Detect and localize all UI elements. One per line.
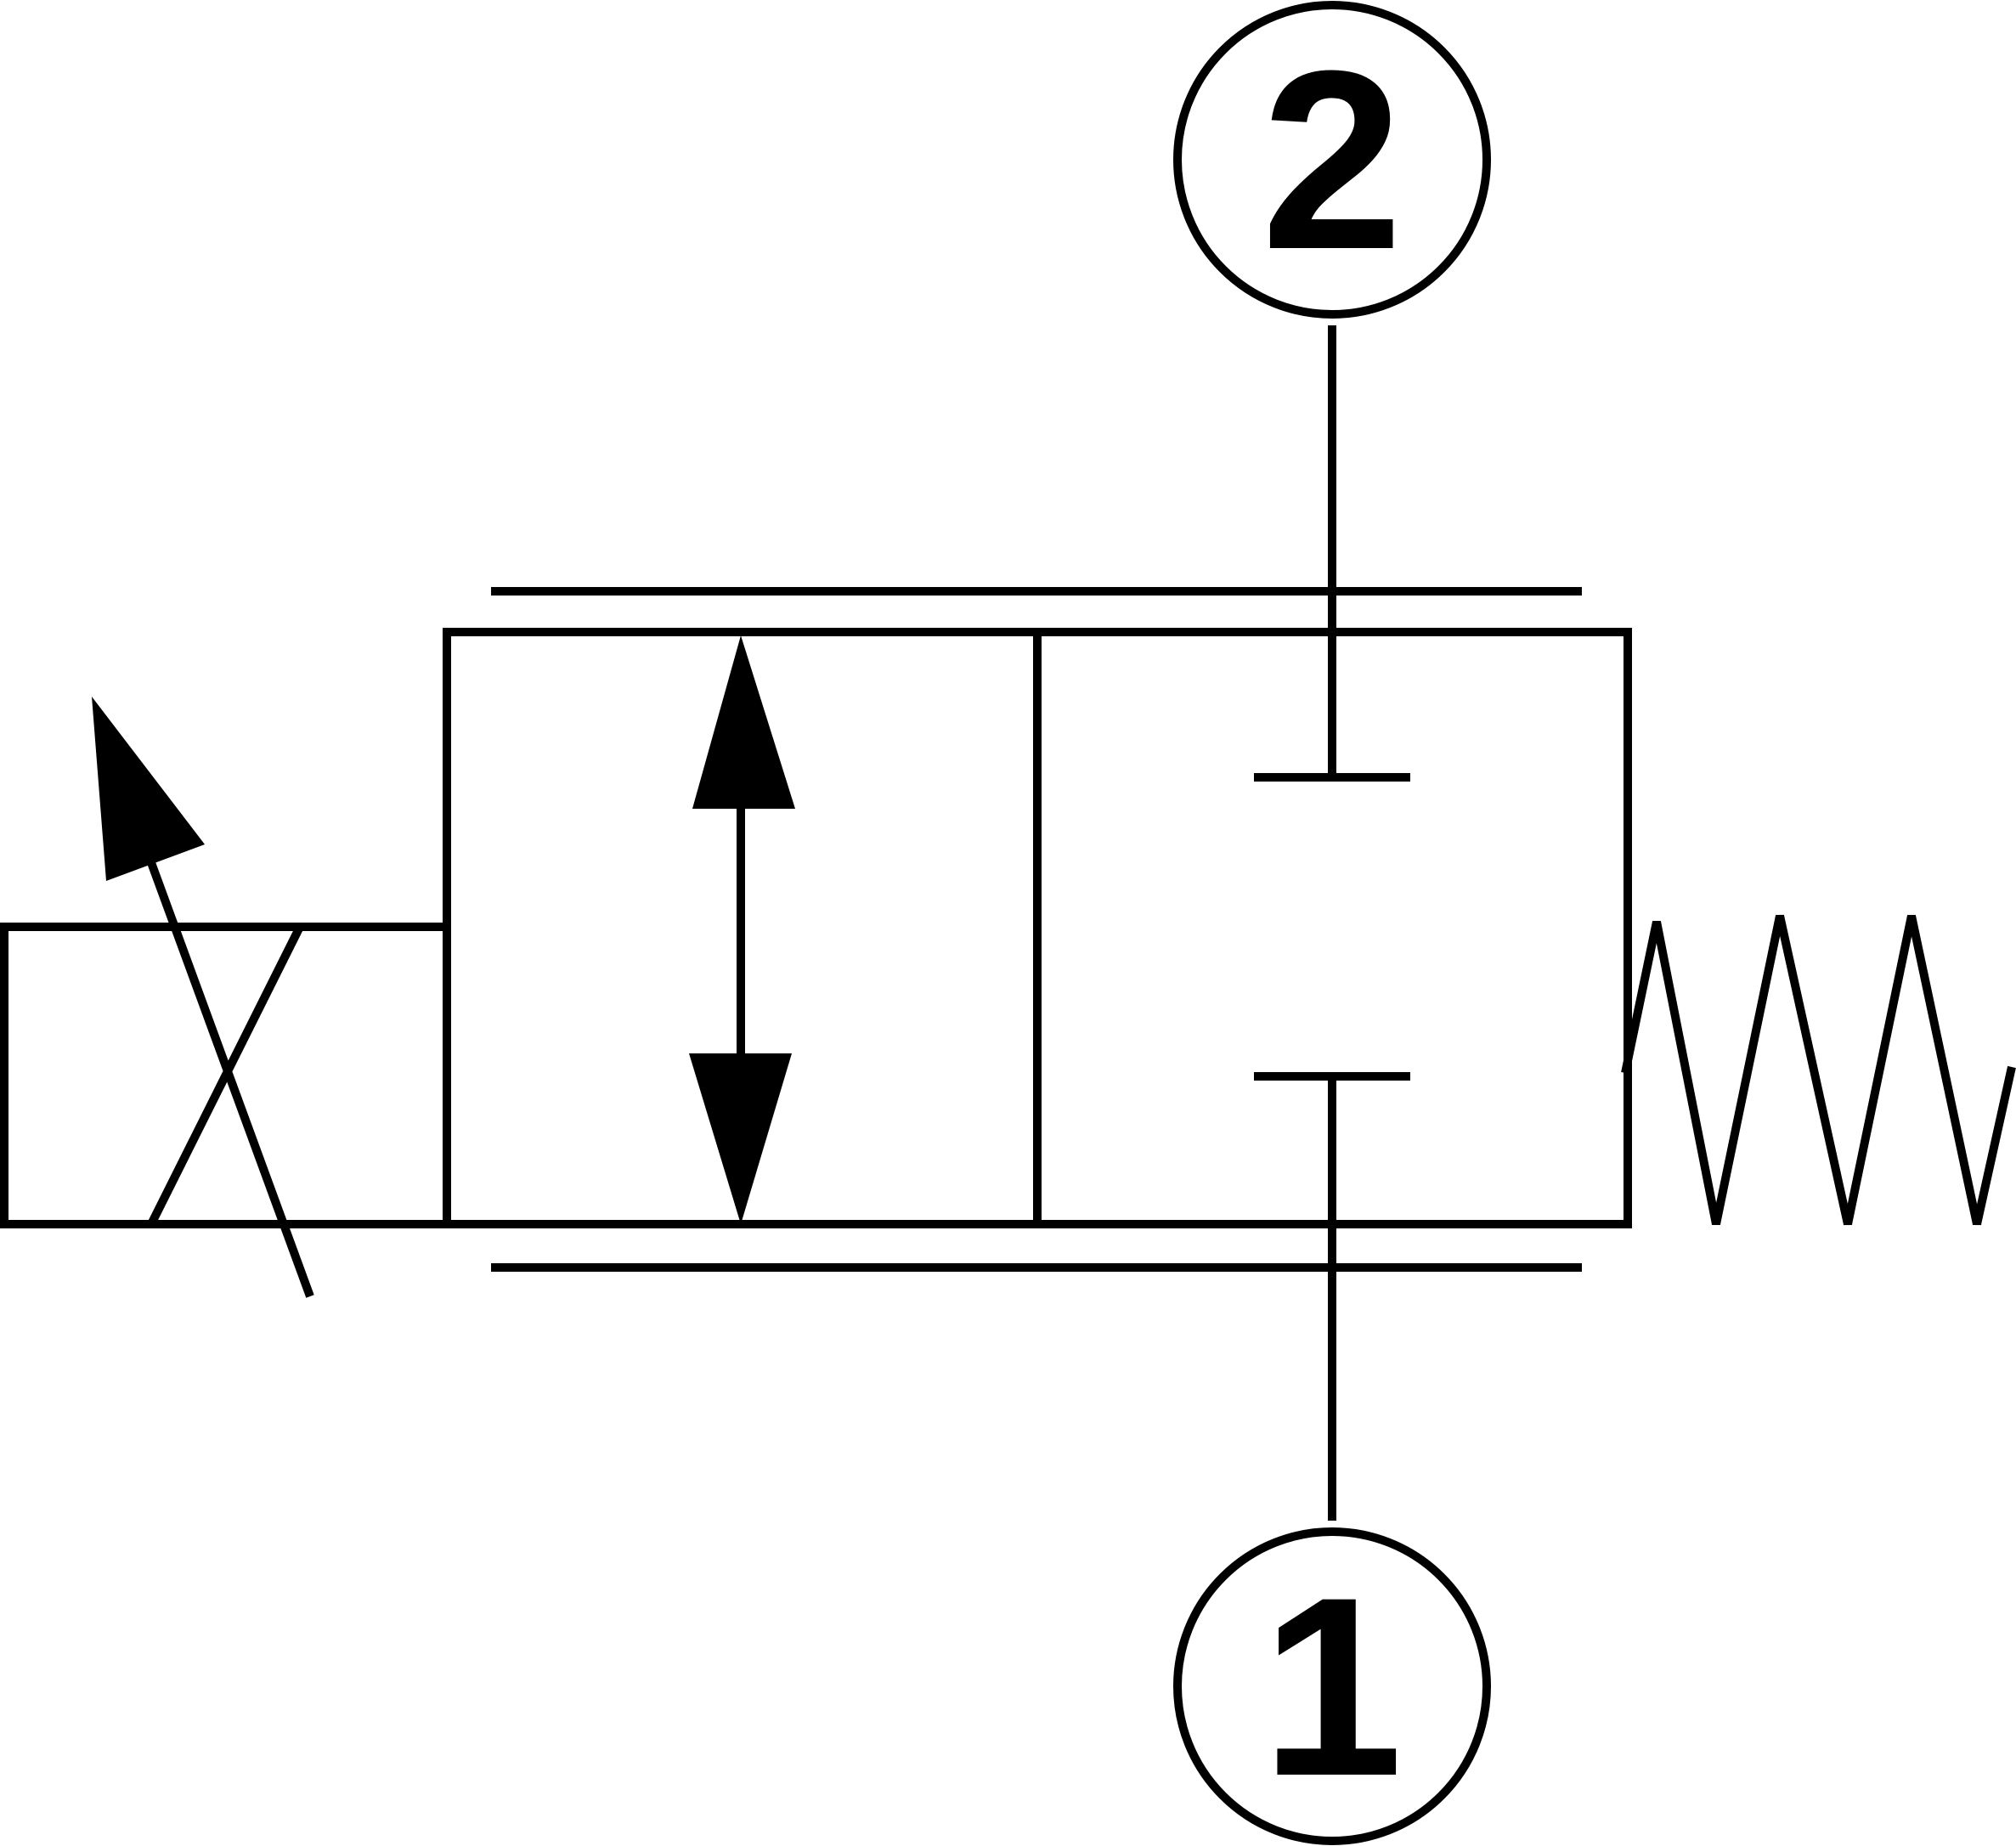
spring-icon (1621, 914, 2016, 1226)
port-2-label: 2 (1262, 17, 1403, 302)
port-2-group (1173, 1, 1491, 782)
port-1-circle (1173, 1527, 1491, 1845)
port-1-label: 1 (1262, 1544, 1403, 1829)
port-2-circle (1173, 1, 1491, 319)
port-1-group (1173, 1072, 1491, 1845)
variable-arrow-head (92, 697, 205, 881)
arrow-head-down (689, 1053, 792, 1224)
proportional-solenoid-icon (0, 923, 451, 1228)
variable-arrow-shaft (145, 856, 314, 1298)
arrow-head-up (692, 635, 795, 809)
